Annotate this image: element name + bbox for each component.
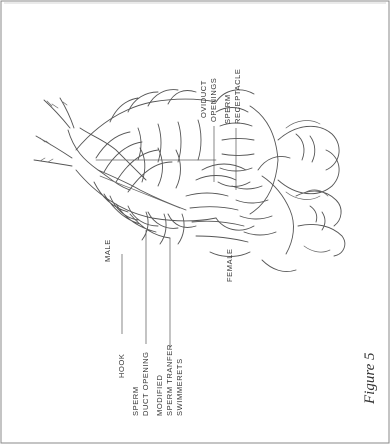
sperm-duct-label-line1: SPERM	[131, 386, 140, 416]
female-label: FEMALE	[225, 248, 234, 282]
figure-caption: Figure 5	[362, 352, 378, 405]
oviduct-label-line2: OPENINGS	[209, 78, 218, 122]
male-label: MALE	[103, 239, 112, 262]
sperm-duct-label-line2: DUCT OPENING	[141, 351, 150, 416]
hook-label: HOOK	[117, 354, 126, 379]
sperm-receptacle-label-line1: SPERM	[223, 94, 232, 124]
modified-swimmerets-label-line2: SPERM TRANFER	[165, 344, 174, 416]
modified-swimmerets-label-line3: SWIMMERETS	[175, 358, 184, 416]
sperm-receptacle-label-line2: RECEPTACLE	[233, 69, 242, 124]
modified-swimmerets-label-line1: MODIFIED	[155, 375, 164, 416]
oviduct-label-line1: OVIDUCT	[199, 80, 208, 118]
